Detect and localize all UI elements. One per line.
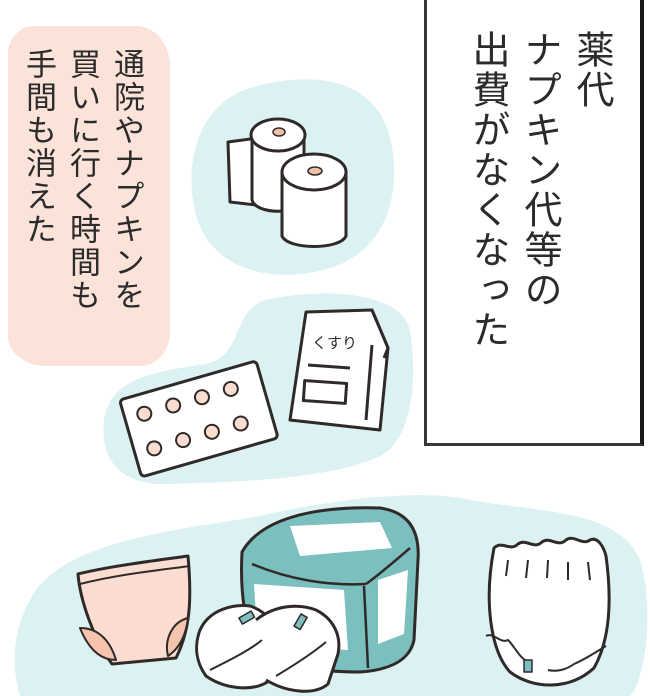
medicine-bag-label: くすり: [312, 334, 357, 352]
blister-pack-icon: [119, 360, 279, 478]
main-caption-line-1: 薬代: [570, 30, 614, 110]
sub-caption-line-3: 手間も消えた: [20, 48, 56, 246]
narration-box: 薬代 ナプキン代等の 出費がなくなった: [424, 0, 644, 446]
main-caption-line-2: ナプキン代等の: [518, 30, 562, 310]
toilet-paper-icon: [226, 117, 348, 248]
sub-caption-line-1: 通院やナプキンを: [108, 48, 144, 312]
main-caption-text: 薬代 ナプキン代等の 出費がなくなった: [462, 30, 618, 350]
sub-caption-line-2: 買いに行く時間も: [64, 48, 100, 312]
sub-caption-text: 通院やナプキンを 買いに行く時間も 手間も消えた: [16, 48, 148, 312]
sub-caption-bubble: 通院やナプキンを 買いに行く時間も 手間も消えた: [8, 26, 170, 366]
folded-diapers-icon: [195, 604, 341, 693]
sanitary-shorts-icon: [76, 554, 192, 666]
main-caption-line-3: 出費がなくなった: [466, 30, 510, 350]
pull-up-diaper-icon: [485, 536, 611, 687]
medicine-bag-icon: くすり: [288, 308, 390, 432]
